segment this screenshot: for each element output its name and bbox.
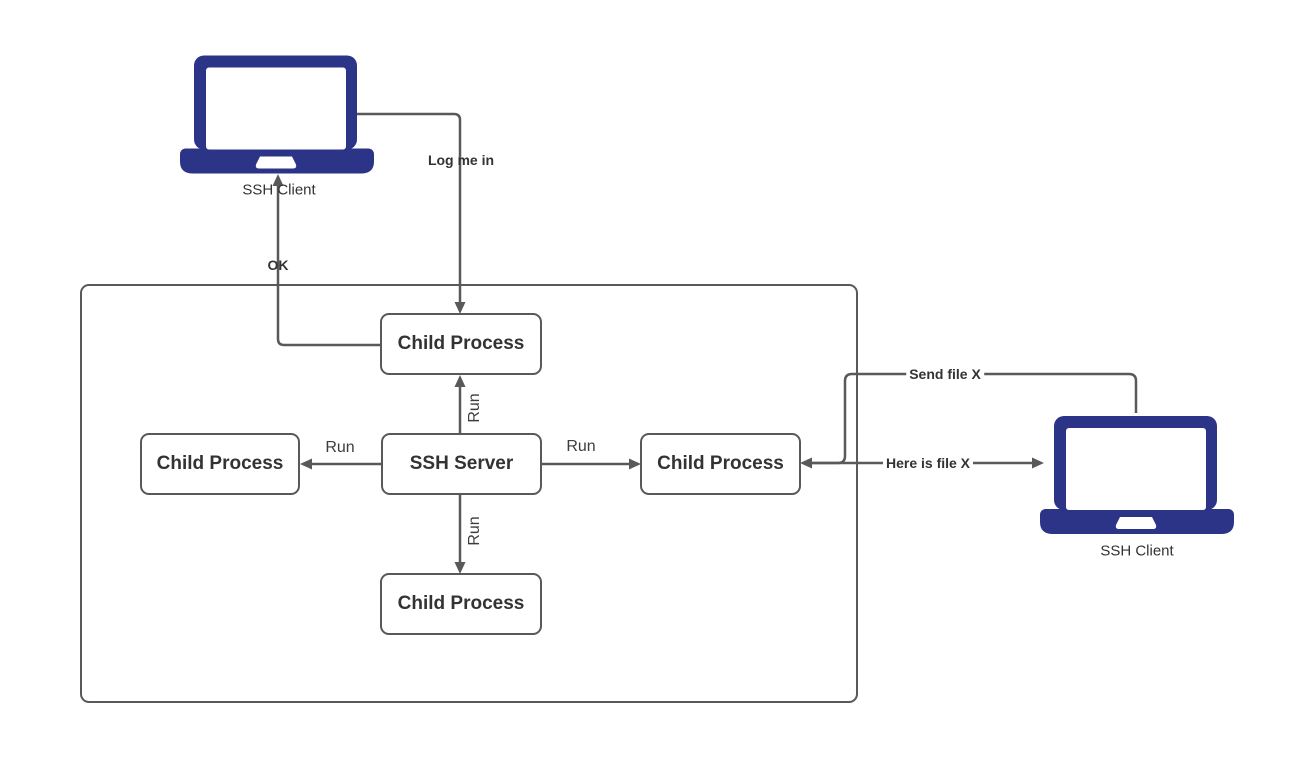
ssh-client-right-label: SSH Client	[1100, 542, 1174, 560]
node-ssh-server-label: SSH Server	[409, 453, 514, 474]
edge-log-me-in-line	[357, 112, 462, 302]
arrowhead-run-up	[454, 375, 466, 387]
edge-send-file-line	[812, 372, 1138, 465]
edge-label-run-up: Run	[466, 393, 483, 423]
edge-label-run-down: Run	[466, 516, 483, 546]
edge-label-here-is-file: Here is file X	[882, 455, 974, 471]
laptop-right-notch	[1115, 517, 1157, 529]
node-child-process-left-label: Child Process	[156, 453, 284, 474]
arrowhead-run-right	[629, 458, 641, 470]
server-boundary-box	[80, 284, 858, 703]
laptop-left-notch	[255, 156, 297, 169]
arrowhead-log-me-in	[454, 302, 466, 314]
edge-label-log-me-in: Log me in	[427, 152, 495, 168]
node-child-process-bottom-label: Child Process	[397, 593, 525, 614]
arrowhead-run-left	[300, 458, 312, 470]
node-child-process-right: Child Process	[640, 433, 801, 495]
node-child-process-bottom: Child Process	[380, 573, 542, 635]
arrowhead-here-is-file	[1032, 457, 1044, 469]
node-child-process-left: Child Process	[140, 433, 300, 495]
laptop-icon-left	[180, 55, 374, 174]
ssh-client-left-label: SSH Client	[242, 181, 316, 199]
node-child-process-top-label: Child Process	[397, 333, 525, 354]
arrowhead-ok	[272, 174, 284, 186]
laptop-right-screen	[1066, 428, 1206, 510]
node-child-process-right-label: Child Process	[657, 453, 784, 474]
edge-label-ok: OK	[267, 257, 289, 273]
edge-label-run-right: Run	[566, 438, 596, 455]
edge-label-send-file: Send file X	[906, 366, 984, 382]
laptop-icon-right	[1040, 416, 1234, 534]
edge-label-run-left: Run	[325, 439, 355, 456]
arrowhead-run-down	[454, 562, 466, 574]
laptop-left-screen	[206, 67, 346, 150]
arrowhead-send-file	[800, 457, 812, 469]
edge-arrowheads-group	[272, 174, 1044, 574]
node-ssh-server: SSH Server	[381, 433, 542, 495]
edge-ok-line	[276, 186, 380, 347]
node-child-process-top: Child Process	[380, 313, 542, 375]
